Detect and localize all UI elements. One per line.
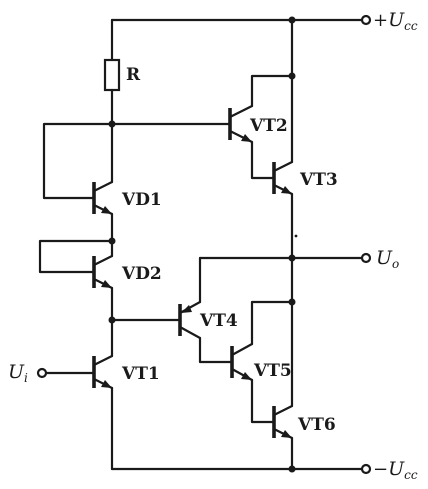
resistor-label: R	[126, 65, 141, 85]
vt6-label: VT6	[297, 415, 336, 435]
bias-node-wiring	[38, 122, 232, 471]
transistor-vd1: VD1	[92, 180, 162, 216]
vd2-label: VD2	[121, 264, 162, 284]
negative-supply-label: −Ucc	[373, 458, 418, 482]
output-line	[198, 254, 365, 262]
vt4-label: VT4	[199, 311, 238, 331]
vt1-label: VT1	[121, 364, 160, 384]
positive-supply-terminal[interactable]: +Ucc	[360, 9, 418, 33]
transistor-vt2: VT2	[228, 72, 296, 180]
resistor-r: R	[103, 18, 141, 128]
vt2-label: VT2	[249, 116, 288, 136]
output-terminal[interactable]: Uo	[360, 247, 399, 271]
transistor-vt6: VT6	[272, 256, 336, 471]
transistor-vt1: VT1	[44, 354, 160, 390]
input-label: Ui	[8, 361, 28, 385]
transistor-vd2: VD2	[92, 254, 162, 290]
vt3-label: VT3	[299, 170, 338, 190]
vd1-label: VD1	[121, 190, 162, 210]
negative-supply-rail	[110, 465, 365, 473]
vt5-label: VT5	[253, 361, 292, 381]
positive-supply-rail	[110, 16, 365, 24]
output-label: Uo	[376, 247, 399, 271]
negative-supply-terminal[interactable]: −Ucc	[360, 458, 418, 482]
transistor-vt5: VT5	[230, 298, 296, 424]
input-terminal[interactable]: Ui	[8, 361, 48, 385]
transistor-vt3: VT3	[272, 18, 338, 260]
positive-supply-label: +Ucc	[373, 9, 418, 33]
transistor-vt4: VT4	[178, 256, 238, 364]
